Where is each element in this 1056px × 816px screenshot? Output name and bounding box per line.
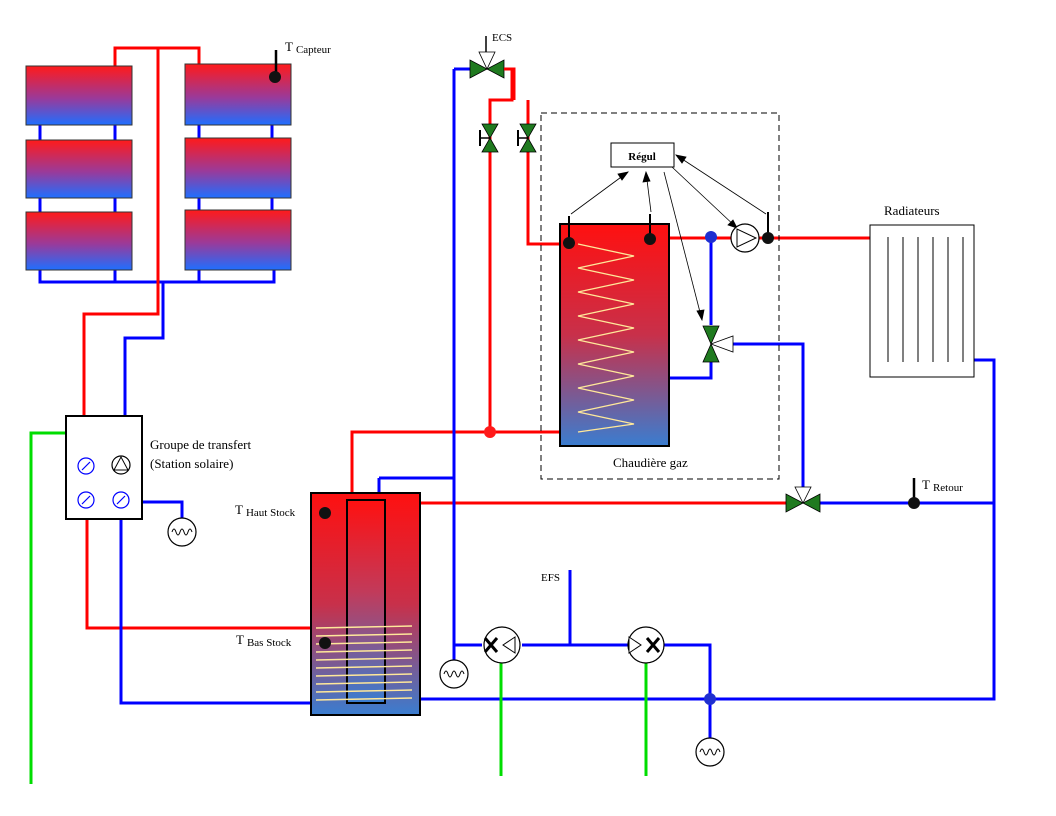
t-retour-prefix: T bbox=[922, 477, 930, 492]
circulator-pump-icon bbox=[730, 223, 760, 253]
t-bas-sub: Bas Stock bbox=[247, 637, 292, 649]
controller-box bbox=[610, 142, 675, 168]
solar-panel bbox=[25, 65, 133, 126]
tank-bottom-temperature-sensor bbox=[319, 637, 331, 649]
t-bas-prefix: T bbox=[236, 632, 244, 647]
solar-panel bbox=[184, 137, 292, 199]
expansion-vessel-icon bbox=[167, 517, 197, 547]
solar-collector-array bbox=[25, 46, 292, 284]
t-haut-sub: Haut Stock bbox=[246, 507, 296, 519]
gas-boiler-tank bbox=[559, 214, 670, 447]
tank-top-temperature-sensor bbox=[319, 507, 331, 519]
boiler-enclosure bbox=[540, 112, 780, 480]
radiator bbox=[869, 224, 975, 378]
control-signal-arrows bbox=[570, 154, 767, 322]
check-valve-left bbox=[483, 626, 521, 664]
groupe-label-line1: Groupe de transfert bbox=[150, 437, 251, 452]
check-valve-right bbox=[627, 626, 665, 664]
pump-icon bbox=[111, 455, 131, 475]
collector-temperature-sensor bbox=[269, 71, 281, 83]
groupe-label-line2: (Station solaire) bbox=[150, 456, 233, 471]
pipe-junction bbox=[704, 693, 716, 705]
efs-label: EFS bbox=[541, 572, 560, 584]
return-temperature-sensor bbox=[908, 497, 920, 509]
chaudiere-label: Chaudière gaz bbox=[613, 455, 688, 470]
flow-temperature-sensor bbox=[762, 232, 774, 244]
t-capteur-prefix: T bbox=[285, 39, 293, 54]
pipe-junction bbox=[484, 426, 496, 438]
boiler-three-way-valve bbox=[702, 325, 734, 363]
ecs-label: ECS bbox=[492, 32, 512, 44]
return-three-way-valve bbox=[785, 486, 821, 513]
tank-heat-exchanger-coil bbox=[315, 625, 413, 701]
boiler-coil bbox=[577, 243, 635, 433]
expansion-vessel-icon bbox=[439, 659, 469, 689]
transfer-group-station bbox=[65, 415, 143, 520]
t-capteur-sub: Capteur bbox=[296, 44, 331, 56]
solar-panel bbox=[25, 139, 133, 199]
solar-storage-tank bbox=[310, 492, 421, 716]
radiateurs-label: Radiateurs bbox=[884, 203, 940, 218]
solar-panel bbox=[25, 211, 133, 271]
regul-label: Régul bbox=[628, 151, 656, 163]
ecs-three-way-valve bbox=[469, 51, 505, 79]
boiler-temperature-sensor bbox=[563, 237, 575, 249]
solar-panel bbox=[184, 209, 292, 271]
green-lines bbox=[29, 431, 648, 784]
hot-pipes bbox=[82, 48, 870, 630]
t-haut-prefix: T bbox=[235, 502, 243, 517]
pipe-junction bbox=[705, 231, 717, 243]
expansion-vessel-icon bbox=[695, 737, 725, 767]
boiler-temperature-sensor bbox=[644, 233, 656, 245]
manual-valve-icon bbox=[479, 123, 499, 153]
t-retour-sub: Retour bbox=[933, 482, 963, 494]
manual-valve-icon bbox=[517, 123, 537, 153]
tank-inner-tube bbox=[346, 499, 386, 704]
